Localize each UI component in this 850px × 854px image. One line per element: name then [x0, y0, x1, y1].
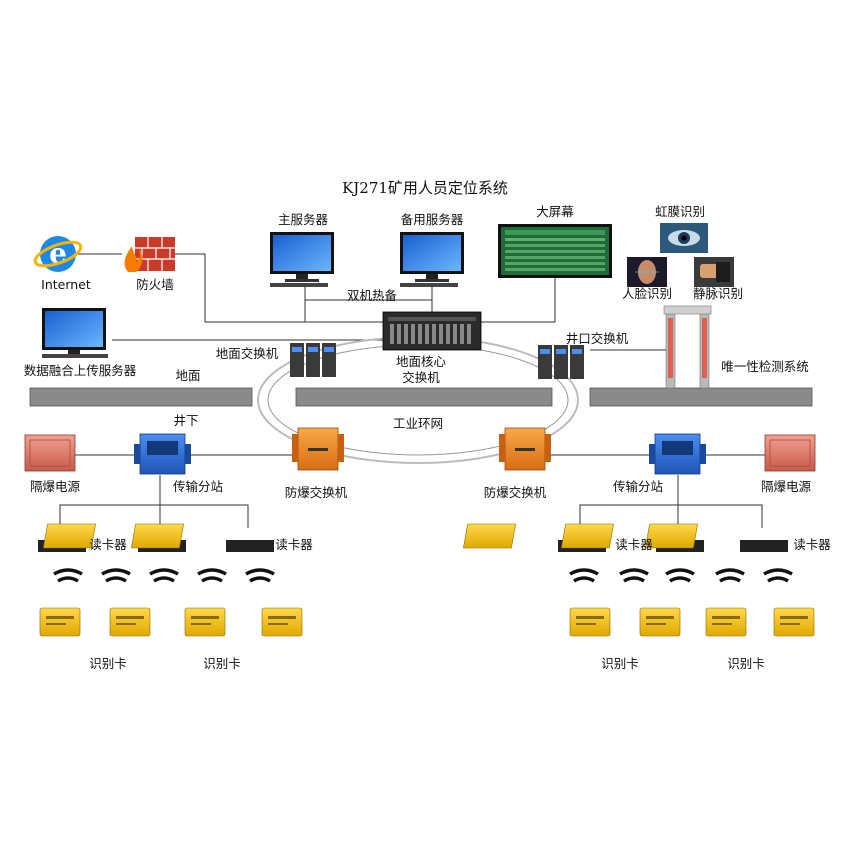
iris-label: 虹膜识别 [655, 204, 705, 219]
vein-image-icon [694, 257, 734, 287]
substation-left-label: 传输分站 [173, 479, 223, 494]
iris-image-icon [660, 223, 708, 253]
id-card-icon [109, 607, 151, 637]
wifi-icon [665, 568, 695, 583]
ground-level-bar-middle [295, 387, 553, 407]
industrial-ring-label: 工业环网 [393, 416, 443, 431]
core-switch-label-line1: 地面核心 [396, 354, 447, 369]
internet-icon: e [33, 236, 83, 272]
reader-left-label-1: 读卡器 [89, 537, 127, 552]
internet-label: Internet [41, 277, 91, 292]
fusion-server-monitor-icon [42, 308, 108, 358]
unique-detection-label: 唯一性检测系统 [721, 359, 809, 374]
wifi-icon [619, 568, 649, 583]
core-switch-icon [382, 311, 482, 351]
power-right-label: 隔爆电源 [761, 479, 812, 494]
substation-left-icon [134, 433, 191, 475]
ground-switch-icon [290, 343, 336, 377]
wifi-icon [149, 568, 179, 583]
wifi-icon [53, 568, 83, 583]
wifi-icon [197, 568, 227, 583]
surface-label: 地面 [175, 368, 200, 383]
wifi-icon [245, 568, 275, 583]
big-screen-display-icon [498, 224, 612, 278]
ground-switch-label: 地面交换机 [216, 346, 279, 361]
dual-hot-standby-label: 双机热备 [347, 288, 398, 303]
substation-right-label: 传输分站 [613, 479, 663, 494]
reader-icon [645, 523, 788, 552]
card-label-4: 识别卡 [727, 656, 765, 671]
ex-switch-right-icon [499, 427, 551, 471]
detection-gate-icon [663, 305, 712, 389]
id-card-icon [705, 607, 747, 637]
reader-icon [131, 523, 274, 552]
backup-server-label: 备用服务器 [401, 212, 464, 227]
id-card-icon [639, 607, 681, 637]
wifi-icon [715, 568, 745, 583]
main-server-label: 主服务器 [278, 212, 329, 227]
signal-waves [53, 568, 793, 583]
face-label: 人脸识别 [622, 286, 672, 301]
reader-left-label-2: 读卡器 [275, 537, 313, 552]
big-screen-label: 大屏幕 [536, 204, 574, 219]
fusion-server-label: 数据融合上传服务器 [24, 363, 137, 378]
firewall-icon [124, 237, 175, 272]
power-box-left-icon [24, 434, 76, 472]
backup-server-monitor-icon [400, 232, 464, 287]
well-switch-icon [538, 345, 584, 379]
card-label-3: 识别卡 [601, 656, 639, 671]
card-label-2: 识别卡 [203, 656, 241, 671]
wifi-icon [569, 568, 599, 583]
vein-label: 静脉识别 [693, 286, 743, 301]
core-switch-label-line2: 交换机 [402, 370, 440, 385]
ground-level-bar-left [29, 387, 253, 407]
substation-right-icon [649, 433, 706, 475]
power-left-label: 隔爆电源 [30, 479, 81, 494]
wifi-icon [101, 568, 131, 583]
wifi-icon [763, 568, 793, 583]
main-server-monitor-icon [270, 232, 334, 287]
ex-switch-right-label: 防爆交换机 [484, 485, 547, 500]
firewall-label: 防火墙 [136, 277, 174, 292]
id-card-icon [569, 607, 611, 637]
page-title: KJ271矿用人员定位系统 [342, 179, 508, 197]
well-switch-label: 井口交换机 [566, 331, 629, 346]
ex-switch-left-icon [292, 427, 344, 471]
reader-right-label-2: 读卡器 [793, 537, 831, 552]
id-cards [39, 607, 815, 637]
card-label-1: 识别卡 [89, 656, 127, 671]
underground-label: 井下 [173, 413, 198, 428]
id-card-icon [773, 607, 815, 637]
ex-switch-left-label: 防爆交换机 [285, 485, 348, 500]
id-card-icon [39, 607, 81, 637]
power-box-right-icon [764, 434, 816, 472]
id-card-icon [184, 607, 226, 637]
ground-level-bar-right [589, 387, 813, 407]
id-card-icon [261, 607, 303, 637]
reader-right-label-1: 读卡器 [615, 537, 653, 552]
face-image-icon [627, 257, 667, 287]
